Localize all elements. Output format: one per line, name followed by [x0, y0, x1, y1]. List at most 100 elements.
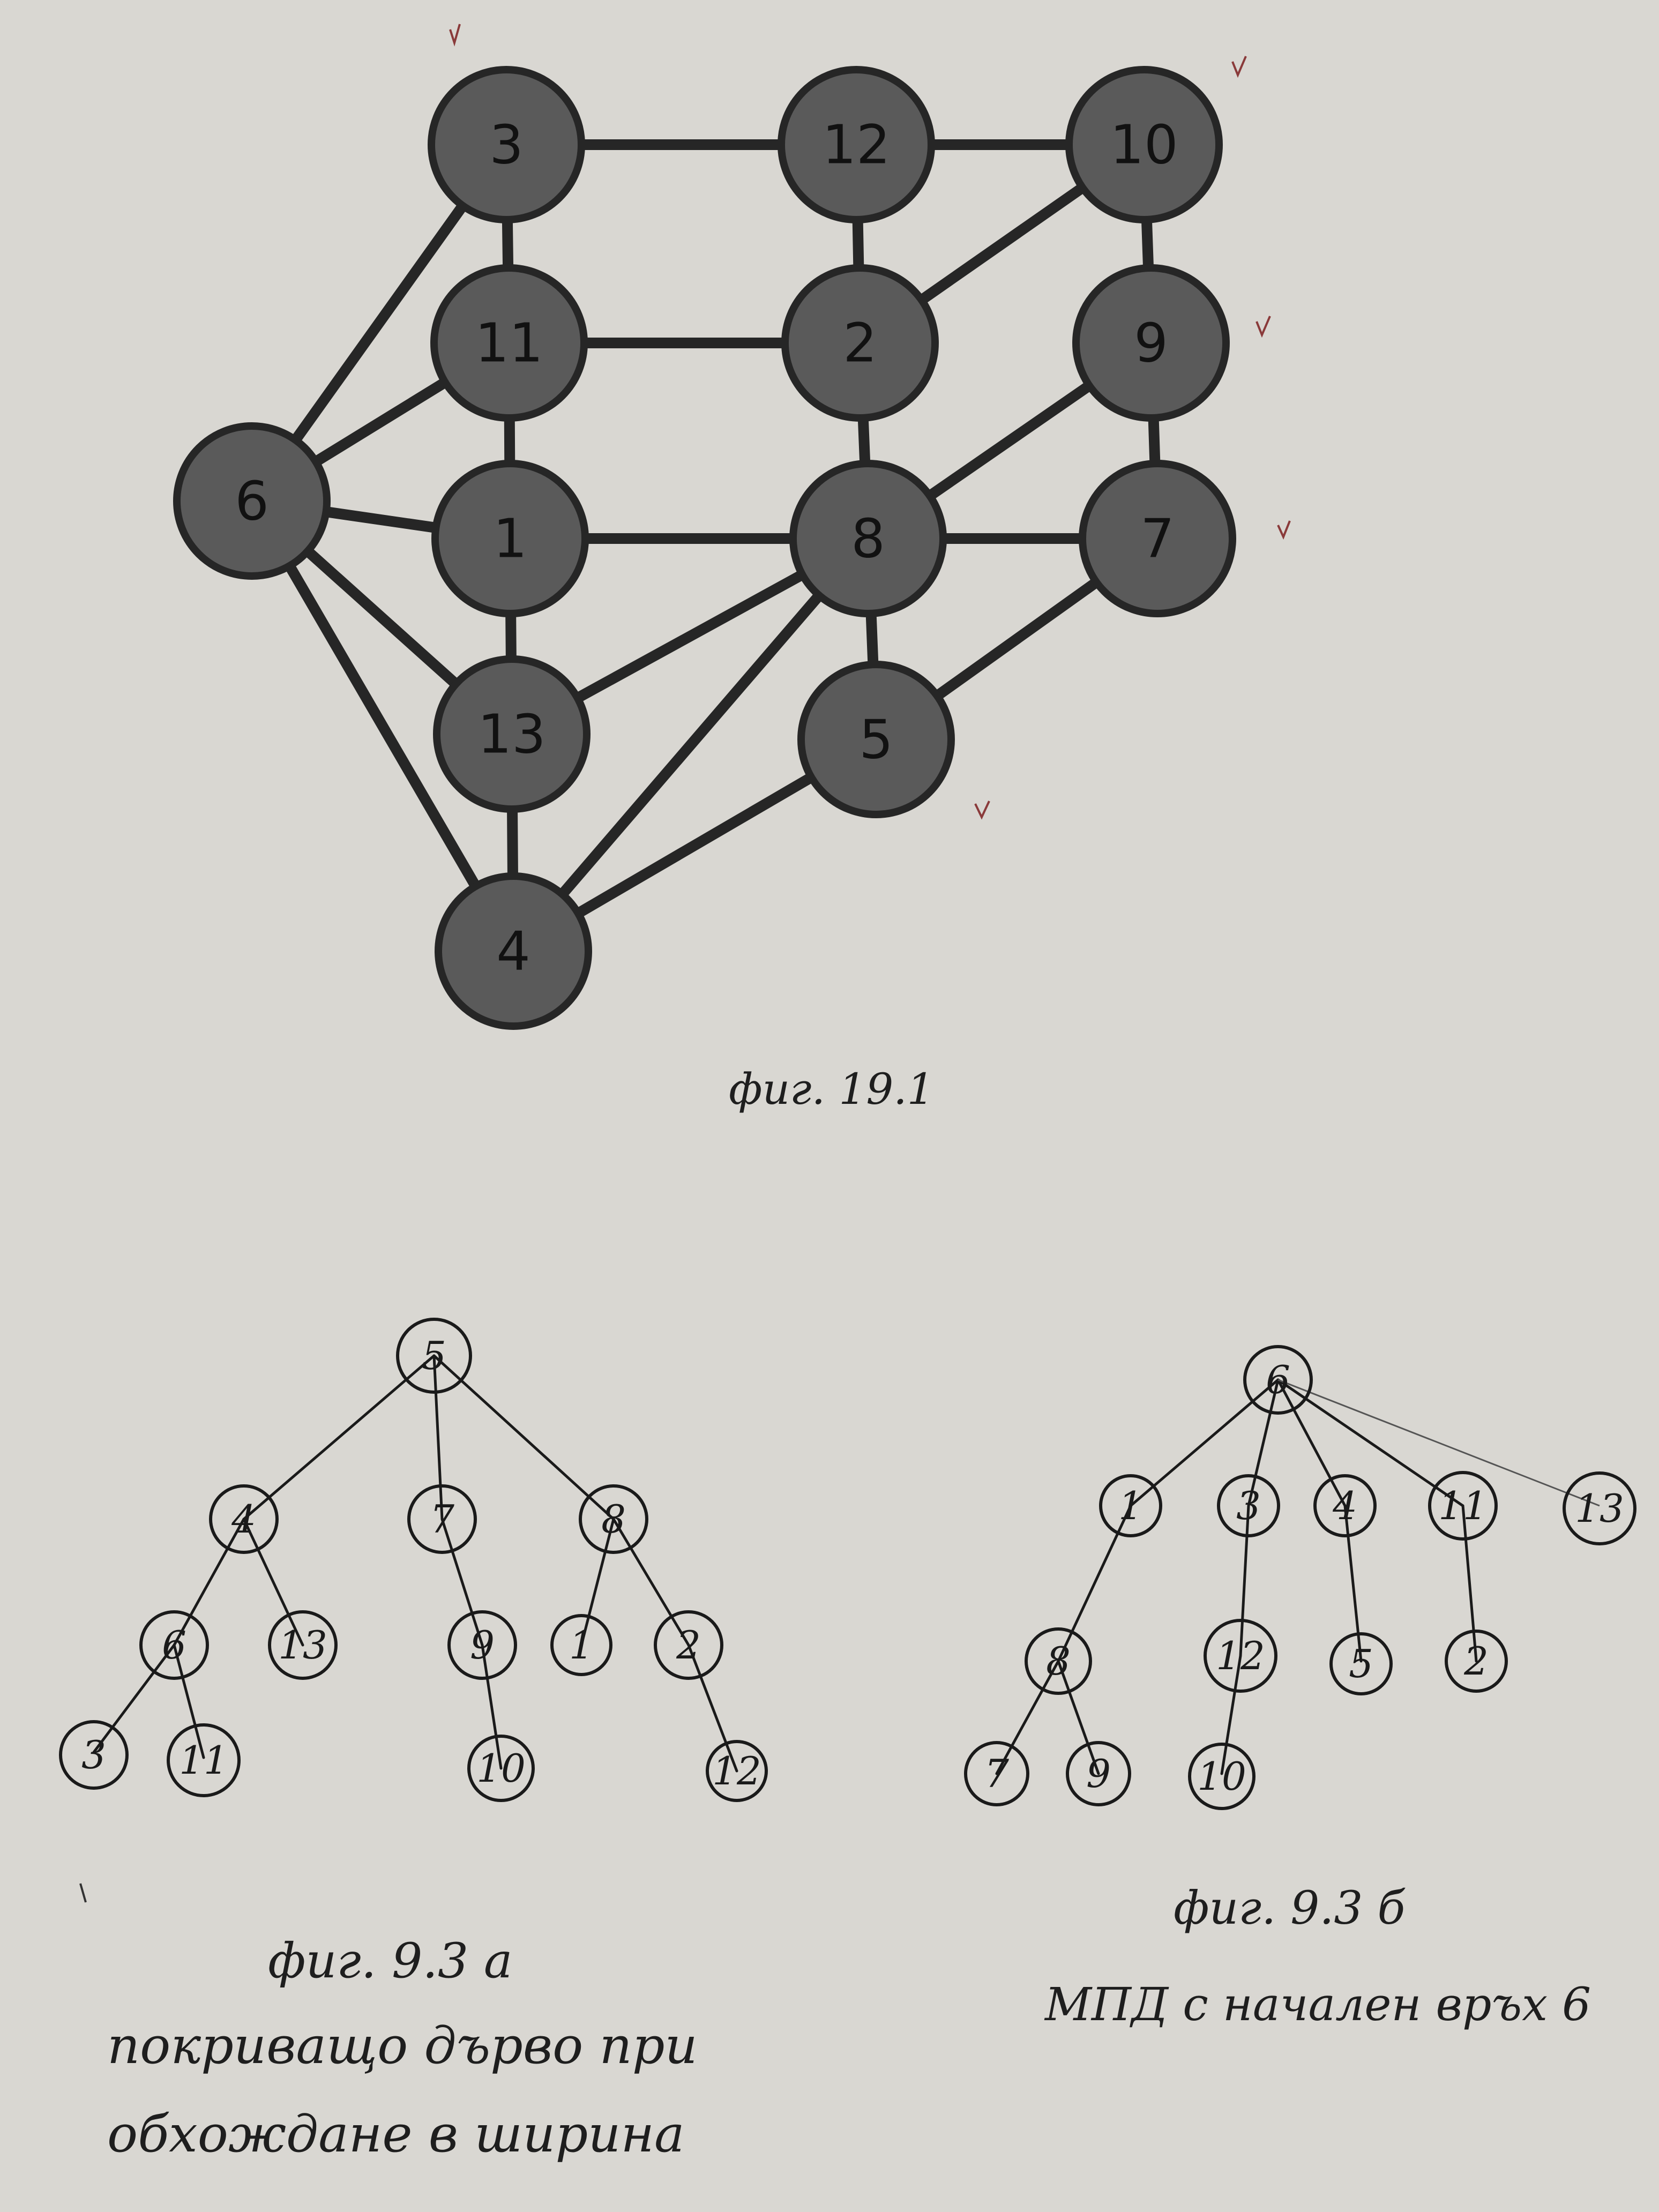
- graph-node-8: 8: [789, 460, 947, 617]
- tree-a-node-3: 3: [59, 1720, 129, 1790]
- tree-node-label: 6: [1266, 1357, 1290, 1402]
- tree-node-label: 6: [162, 1623, 186, 1668]
- tree-b-node-2: 2: [1445, 1630, 1508, 1693]
- tree-node-label: 7: [984, 1751, 1009, 1796]
- tree-b-node-8: 8: [1025, 1627, 1092, 1695]
- tree-node-label: 12: [1216, 1633, 1265, 1678]
- tree-node-label: 7: [430, 1497, 454, 1542]
- graph-node-label: 7: [1140, 507, 1175, 570]
- tree-a-edge-7-9: [440, 1518, 484, 1647]
- check-mark-icon: [1277, 520, 1291, 540]
- tree-a-node-2: 2: [654, 1610, 723, 1680]
- tree-node-label: 8: [1046, 1639, 1071, 1684]
- tree-node-label: 1: [1118, 1483, 1143, 1528]
- graph-node-7: 7: [1079, 460, 1236, 617]
- tree-node-label: 9: [470, 1623, 495, 1668]
- graph-node-9: 9: [1072, 264, 1230, 422]
- check-mark-icon: [974, 801, 990, 820]
- tree-node-label: 11: [179, 1738, 228, 1783]
- graph-node-4: 4: [435, 872, 592, 1030]
- graph-node-label: 5: [859, 708, 893, 771]
- tree-node-label: 5: [422, 1333, 446, 1378]
- graph-node-10: 10: [1065, 66, 1223, 223]
- tree-node-label: 10: [476, 1746, 526, 1791]
- tree-a-edges: [92, 1354, 738, 1773]
- tree-a-edge-6-3: [92, 1643, 176, 1754]
- tree-a-node-7: 7: [407, 1484, 477, 1554]
- tree-node-label: 1: [569, 1623, 594, 1668]
- tree-a-edge-5-4: [242, 1354, 436, 1521]
- graph-node-1: 1: [431, 460, 589, 617]
- tree-a-edge-9-10: [481, 1643, 503, 1770]
- tree-node-label: 2: [676, 1623, 701, 1668]
- tree-a-node-6: 6: [139, 1610, 209, 1680]
- tree-node-label: 5: [1349, 1641, 1373, 1686]
- graph-nodes: 3 12 10 11 2 9 6 1: [173, 66, 1236, 1030]
- tree-a-edge-8-1: [580, 1518, 615, 1647]
- graph-edges: [246, 139, 1163, 956]
- tree-node-label: 3: [1236, 1483, 1261, 1528]
- graph-node-label: 4: [496, 920, 530, 983]
- tree-a-node-1: 1: [550, 1614, 612, 1676]
- tree-b-node-7: 7: [964, 1741, 1029, 1806]
- graph-node-label: 1: [493, 507, 527, 570]
- check-marks: [449, 24, 1291, 820]
- tree-b-edge-1-8: [1057, 1504, 1132, 1663]
- tree-node-label: 4: [1332, 1483, 1357, 1528]
- tree-node-label: 9: [1086, 1751, 1111, 1796]
- graph-node-11: 11: [430, 264, 588, 422]
- graph-node-label: 9: [1134, 312, 1168, 375]
- pencil-mark: [79, 1883, 87, 1903]
- tree-b-node-10: 10: [1188, 1743, 1256, 1810]
- tree-a-edge-8-2: [612, 1518, 690, 1647]
- tree-a-nodes: 5 4 7 8 6 13 9 1 2 3 11 10 12: [59, 1318, 768, 1802]
- graph-node-12: 12: [778, 66, 935, 223]
- tree-a-node-9: 9: [447, 1610, 517, 1680]
- tree-b-edge-6-4: [1276, 1378, 1347, 1507]
- tree-a-node-10: 10: [467, 1735, 535, 1802]
- tree-a-node-11: 11: [167, 1723, 241, 1797]
- graph-node-label: 2: [843, 312, 877, 375]
- tree-b-edge-6-13: [1277, 1379, 1600, 1507]
- check-mark-icon: [1231, 56, 1247, 78]
- tree-b-edge-6-11: [1276, 1378, 1464, 1507]
- tree-a-edge-6-11: [173, 1643, 205, 1759]
- graph-node-label: 12: [822, 114, 890, 176]
- edge-8-4: [508, 533, 873, 956]
- check-mark-icon: [449, 24, 461, 47]
- tree-a-node-5: 5: [396, 1318, 472, 1394]
- tree-a-node-12: 12: [706, 1740, 768, 1802]
- tree-node-label: 2: [1463, 1639, 1489, 1684]
- tree-b-nodes: 6 1 3 4 11 13 8 12 5 2 7 9 10: [964, 1345, 1636, 1810]
- tree-node-label: 8: [601, 1497, 626, 1542]
- tree-b-node-12: 12: [1204, 1619, 1277, 1693]
- tree-b-edge-12-10: [1220, 1654, 1242, 1775]
- graph-node-label: 3: [489, 114, 524, 176]
- tree-node-label: 3: [81, 1732, 106, 1777]
- tree-a-edge-5-7: [432, 1354, 444, 1521]
- graph-node-label: 10: [1110, 114, 1178, 176]
- tree-a-edge-4-6: [173, 1518, 245, 1647]
- tree-b-node-5: 5: [1329, 1632, 1393, 1695]
- tree-node-label: 13: [278, 1623, 327, 1668]
- figure-b-caption-title: фиг. 9.3 б: [1174, 1882, 1406, 1935]
- figure-a-caption-line2: покриващо дърво при: [107, 2016, 698, 2075]
- edge-6-4: [246, 496, 519, 956]
- tree-node-label: 4: [231, 1497, 256, 1542]
- graph-node-label: 11: [475, 312, 543, 375]
- graph-node-label: 13: [477, 703, 545, 766]
- tree-b-node-4: 4: [1313, 1474, 1377, 1537]
- tree-b-node-1: 1: [1099, 1474, 1162, 1537]
- figure-a-caption-line3: обхождане в ширина: [107, 2105, 685, 2164]
- tree-b-edge-6-3: [1247, 1378, 1280, 1507]
- tree-a-node-13: 13: [268, 1610, 338, 1680]
- tree-b-node-6: 6: [1243, 1345, 1313, 1415]
- figure-b-caption-line2: МПД с начален връх 6: [1044, 1978, 1591, 2031]
- graph-node-label: 6: [235, 470, 269, 533]
- figure-a-caption-title: фиг. 9.3 а: [268, 1933, 513, 1989]
- tree-b-node-9: 9: [1066, 1741, 1131, 1806]
- tree-a-node-4: 4: [209, 1484, 279, 1554]
- tree-a-node-8: 8: [579, 1484, 648, 1554]
- check-mark-icon: [1256, 316, 1271, 338]
